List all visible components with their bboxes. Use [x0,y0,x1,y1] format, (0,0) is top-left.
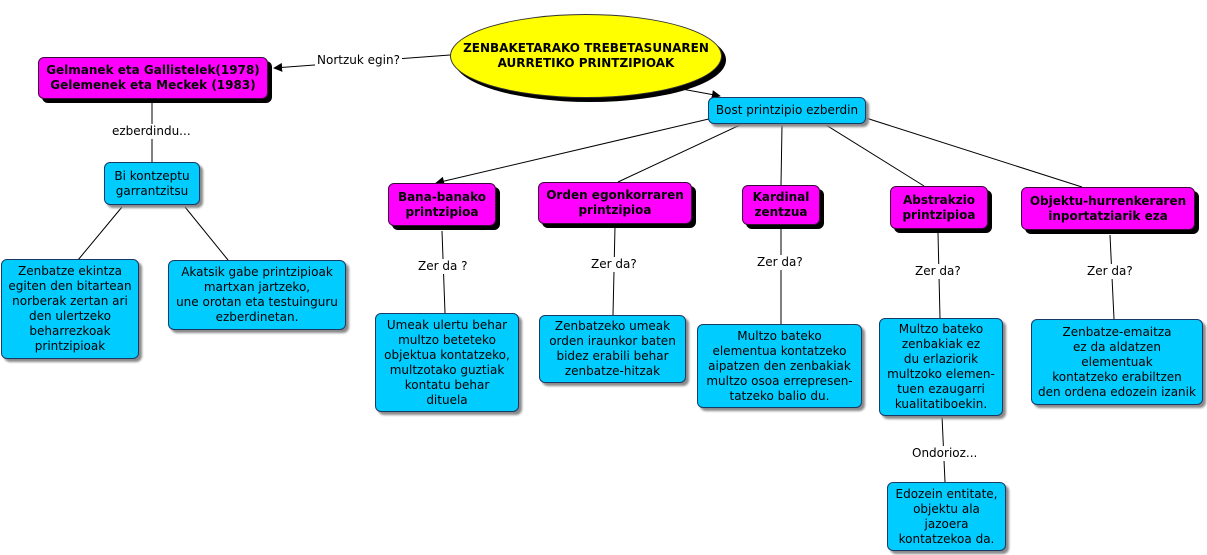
principle-3-desc: Multzo bateko elementua kontatzeko aipat… [697,324,862,408]
principle-3-link: Zer da? [755,255,805,270]
principle-4-node: Abstrakzio printzipioa [890,186,988,229]
principles-hub: Bost printzipio ezberdin [708,97,866,124]
principle-1-node: Bana-banako printzipioa [388,183,496,226]
principle-4-desc2: Edozein entitate, objektu ala jazoera ko… [887,482,1006,551]
principle-3-node: Kardinal zentzua [742,185,820,225]
principle-2-desc: Zenbatzeko umeak orden iraunkor baten bi… [539,315,686,383]
link-hub-p3 [780,124,783,186]
link-label-ezberdindu: ezberdindu... [110,124,193,139]
principle-5-node: Objektu-hurrenkeraren inportatziarik eza [1021,187,1195,230]
principle-4-desc: Multzo bateko zenbakiak ez du erlaziorik… [879,318,1003,416]
link-concepts-left [77,206,123,261]
link-label-nortzuk: Nortzuk egin? [315,53,402,68]
authors-node: Gelmanek eta Gallistelek(1978) Gelemenek… [38,57,268,99]
principle-4-link2: Ondorioz... [910,446,980,461]
concepts-node: Bi kontzeptu garrantzitsu [104,162,200,205]
principle-5-desc: Zenbatze-emaitza ez da aldatzen elementu… [1031,319,1203,405]
link-hub-p2 [617,124,741,183]
link-hub-p4 [825,124,925,187]
link-hub-p1 [435,117,714,186]
principle-5-link: Zer da? [1085,264,1135,279]
principle-1-desc: Umeak ulertu behar multzo beteteko objek… [375,313,519,412]
principle-4-link: Zer da? [913,264,963,279]
concept-right-node: Akatsik gabe printzipioak martxan jartze… [168,260,346,330]
link-concepts-right [184,206,229,261]
root-topic: ZENBAKETARAKO TREBETASUNAREN AURRETIKO P… [450,14,722,98]
link-hub-p5 [865,117,1083,188]
principle-1-link: Zer da ? [416,259,470,274]
concept-left-node: Zenbatze ekintza egiten den bitartean no… [1,259,139,359]
principle-2-link: Zer da? [589,257,639,272]
principle-2-node: Orden egonkorraren printzipioa [538,182,692,224]
